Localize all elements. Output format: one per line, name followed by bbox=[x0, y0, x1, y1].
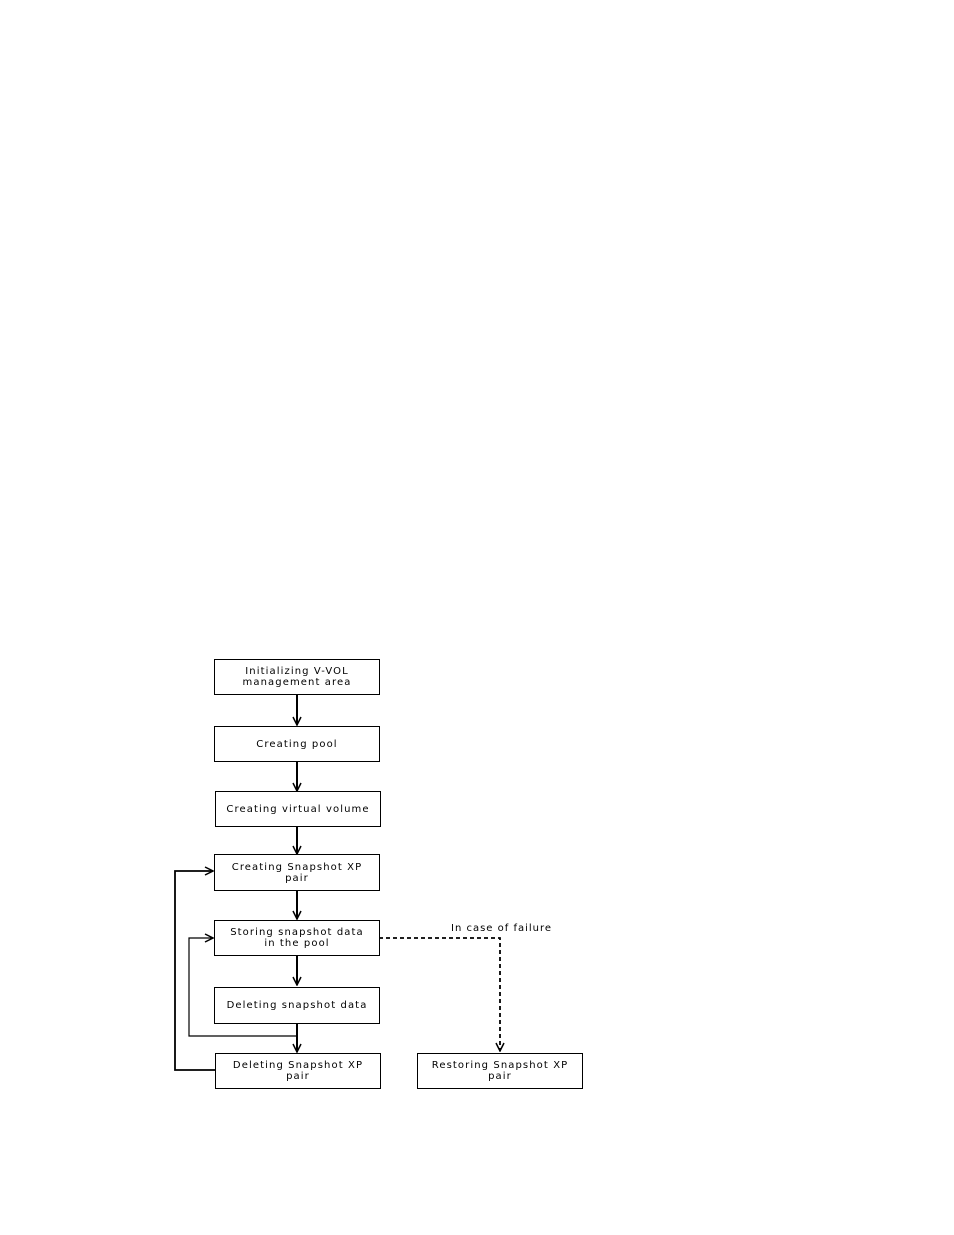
node-vvol: Creating virtual volume bbox=[215, 791, 381, 827]
loop-back-to-pair bbox=[175, 871, 215, 1070]
node-store: Storing snapshot data in the pool bbox=[214, 920, 380, 956]
node-delete-data: Deleting snapshot data bbox=[214, 987, 380, 1024]
node-init: Initializing V-VOL management area bbox=[214, 659, 380, 695]
node-restore: Restoring Snapshot XP pair bbox=[417, 1053, 583, 1089]
failure-edge-label: In case of failure bbox=[451, 923, 552, 934]
failure-dashed-path bbox=[379, 938, 500, 1051]
node-pair: Creating Snapshot XP pair bbox=[214, 854, 380, 891]
node-delete-pair: Deleting Snapshot XP pair bbox=[215, 1053, 381, 1089]
node-pool: Creating pool bbox=[214, 726, 380, 762]
